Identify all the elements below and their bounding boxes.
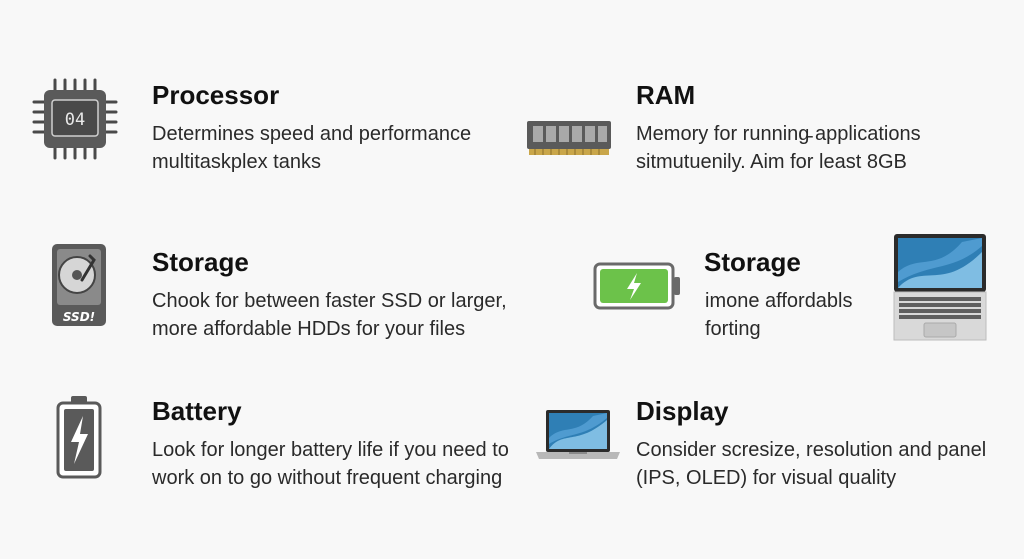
storage-desc-line-1: Chook for between faster SSD or larger, bbox=[152, 290, 507, 312]
battery-desc-line-1: Look for longer battery life if you need… bbox=[152, 439, 509, 461]
battery-bolt-icon bbox=[55, 394, 103, 480]
chip-label: 04 bbox=[65, 110, 85, 130]
storage-alt-title: Storage bbox=[704, 247, 801, 277]
processor-title: Processor bbox=[152, 80, 280, 110]
storage-description: Chook for between faster SSD or larger, … bbox=[152, 287, 507, 343]
ram-title: RAM bbox=[636, 80, 696, 110]
storage-desc-line-2: more affordable HDDs for your files bbox=[152, 318, 466, 340]
cpu-chip-icon: 04 bbox=[30, 76, 120, 162]
processor-desc-line-2: multitaskplex tanks bbox=[152, 151, 321, 173]
display-title: Display bbox=[636, 396, 729, 426]
processor-description: Determines speed and performance multita… bbox=[152, 120, 471, 176]
battery-desc-line-2: work on to go without frequent charging bbox=[152, 467, 503, 489]
ram-description: Memory for running̵ applications sitmutu… bbox=[636, 120, 921, 176]
processor-desc-line-1: Determines speed and performance bbox=[152, 123, 472, 145]
storage-alt-desc-line-2: forting bbox=[705, 318, 761, 340]
storage-title: Storage bbox=[152, 247, 249, 277]
ram-module-icon bbox=[525, 118, 613, 158]
storage-alt-desc-line-1: imone affordabls bbox=[705, 290, 853, 312]
display-desc-line-1: Consider scresize, resolution and panel bbox=[636, 439, 987, 461]
battery-description: Look for longer battery life if you need… bbox=[152, 436, 509, 492]
laptop-display-icon bbox=[533, 408, 623, 462]
ram-desc-line-1: Memory for running̵ applications bbox=[636, 123, 921, 145]
display-description: Consider scresize, resolution and panel … bbox=[636, 436, 986, 492]
battery-charging-icon bbox=[593, 262, 683, 310]
drive-label: SSD! bbox=[63, 310, 95, 324]
hard-drive-icon: SSD! bbox=[50, 242, 108, 328]
display-desc-line-2: (IPS, OLED) for visual quality bbox=[636, 467, 897, 489]
laptop-icon bbox=[892, 232, 988, 344]
storage-alt-description: imone affordabls forting bbox=[705, 287, 853, 343]
ram-desc-line-2: sitmutuenily. Aim for least 8GB bbox=[636, 151, 907, 173]
battery-title: Battery bbox=[152, 396, 242, 426]
